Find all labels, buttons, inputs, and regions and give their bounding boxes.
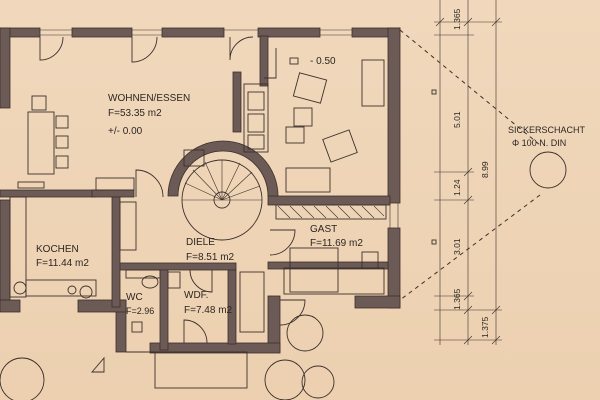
room-area-wc: F=2.96 xyxy=(126,306,154,316)
exterior-walls xyxy=(0,27,401,354)
dining-furniture xyxy=(17,95,205,191)
dim-top: 1.365 xyxy=(452,8,462,30)
sickerschacht-symbol xyxy=(529,151,567,189)
kitchen-furniture xyxy=(9,196,137,299)
guest-furniture xyxy=(275,204,387,295)
dim-middle: 1.24 xyxy=(452,179,462,196)
wc-fixtures xyxy=(125,269,161,333)
dim-outer-bottom: 1.375 xyxy=(480,316,490,338)
terrace-level: - 0.50 xyxy=(310,56,336,67)
room-name-wc: WC xyxy=(126,292,143,303)
terrace-outline xyxy=(399,29,567,301)
room-area-wohnen: F=53.35 m2 xyxy=(108,108,162,119)
entrance-area xyxy=(0,314,335,400)
room-area-diele: F=8.51 m2 xyxy=(186,252,235,263)
room-level-wohnen: +/- 0.00 xyxy=(108,126,143,137)
room-name-gast: GAST xyxy=(310,224,337,235)
spiral-staircase xyxy=(167,140,279,241)
living-furniture xyxy=(243,48,385,193)
dim-upper: 5.01 xyxy=(452,111,462,128)
wdf-fixtures xyxy=(167,271,265,333)
interior-walls xyxy=(0,35,391,351)
room-name-wdf: WDF. xyxy=(184,290,208,301)
sickerschacht-spec: Φ 100 N. DIN xyxy=(512,138,566,148)
room-area-gast: F=11.69 m2 xyxy=(310,238,363,249)
dim-total: 8.99 xyxy=(480,161,490,178)
dim-lower: 3.01 xyxy=(452,238,462,255)
room-name-kochen: KOCHEN xyxy=(36,244,79,255)
room-name-wohnen: WOHNEN/ESSEN xyxy=(108,93,190,104)
room-area-wdf: F=7.48 m2 xyxy=(184,305,233,316)
doors xyxy=(39,36,306,344)
dim-bottom: 1.365 xyxy=(452,288,462,310)
windows xyxy=(40,29,399,228)
room-name-diele: DIELE xyxy=(186,237,215,248)
sickerschacht-title: SICKERSCHACHT xyxy=(508,125,586,135)
dimension-lines xyxy=(434,0,502,345)
room-area-kochen: F=11.44 m2 xyxy=(36,258,89,269)
